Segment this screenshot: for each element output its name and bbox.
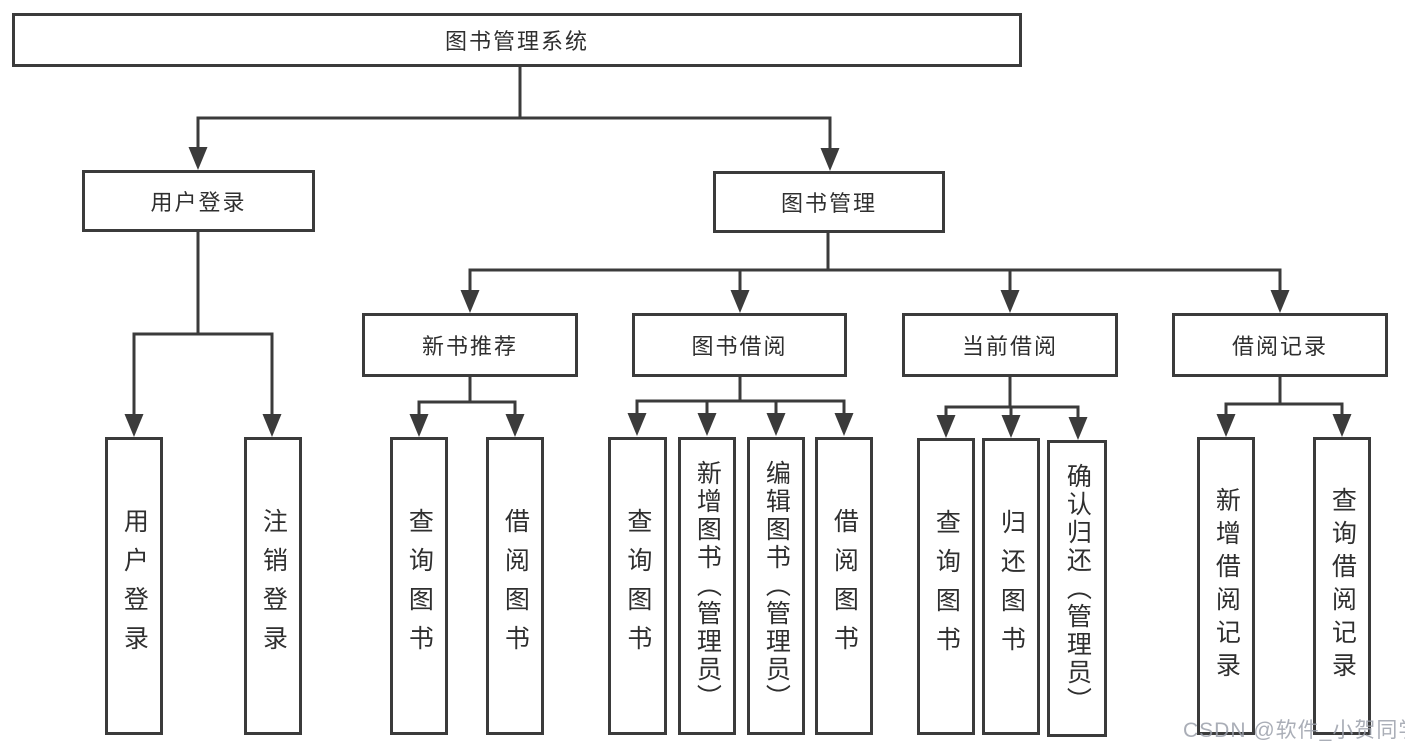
leaf-cb-return-books: 归还图书 xyxy=(982,438,1040,735)
leaf-br-query-record: 查询借阅记录 xyxy=(1313,437,1371,735)
leaf-user-login: 用户登录 xyxy=(105,437,163,735)
leaf-bb-borrow-books: 借阅图书 xyxy=(815,437,873,735)
node-current-borrowing: 当前借阅 xyxy=(902,313,1118,377)
leaf-bb-add-books-admin: 新增图书（管理员） xyxy=(678,437,736,735)
leaf-br-add-record: 新增借阅记录 xyxy=(1197,437,1255,735)
leaf-cb-confirm-return-admin: 确认归还（管理员） xyxy=(1047,440,1107,737)
leaf-logout: 注销登录 xyxy=(244,437,302,735)
node-book-management: 图书管理 xyxy=(713,171,945,233)
node-root: 图书管理系统 xyxy=(12,13,1022,67)
leaf-nbr-query-books: 查询图书 xyxy=(390,437,448,735)
node-new-book-recommend: 新书推荐 xyxy=(362,313,578,377)
node-borrowing-records: 借阅记录 xyxy=(1172,313,1388,377)
leaf-cb-query-books: 查询图书 xyxy=(917,438,975,735)
leaf-nbr-borrow-books: 借阅图书 xyxy=(486,437,544,735)
leaf-bb-query-books: 查询图书 xyxy=(608,437,667,735)
node-book-borrowing: 图书借阅 xyxy=(632,313,847,377)
node-user-login: 用户登录 xyxy=(82,170,315,232)
leaf-bb-edit-books-admin: 编辑图书（管理员） xyxy=(747,437,805,735)
